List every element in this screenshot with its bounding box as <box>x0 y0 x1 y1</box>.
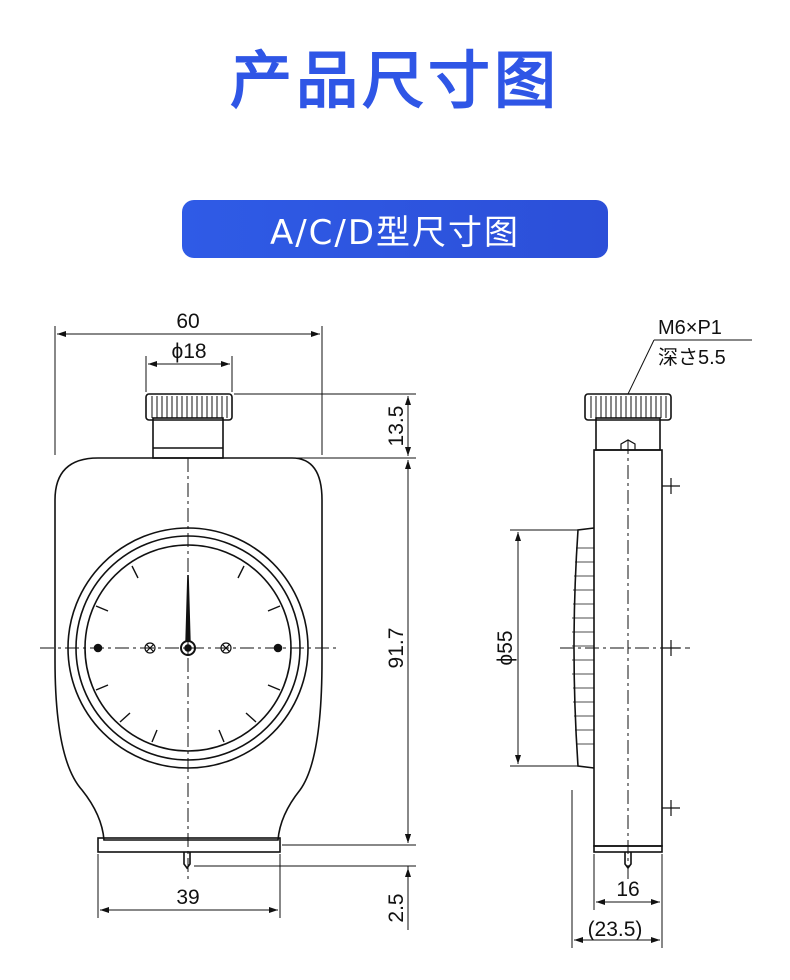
dim-total-width: 60 <box>176 310 199 333</box>
dial-ticks <box>95 565 281 743</box>
front-body-outline <box>54 457 323 841</box>
dim-body-height: 91.7 <box>385 628 408 669</box>
front-center-lines <box>40 458 336 880</box>
thread-depth: 深さ5.5 <box>658 346 726 369</box>
dim-foot-width: 39 <box>176 886 199 909</box>
dim-depth-body: 16 <box>616 878 639 901</box>
dim-knob-height: 13.5 <box>385 406 408 447</box>
front-dimensions <box>54 326 416 930</box>
side-view <box>560 393 690 880</box>
side-dimensions <box>510 339 752 948</box>
side-center-lines <box>560 440 690 880</box>
dim-depth-total: (23.5) <box>588 918 643 941</box>
front-knob <box>145 393 233 421</box>
section-badge: A/C/D型尺寸图 <box>182 200 608 258</box>
page-title: 产品尺寸图 <box>229 44 560 117</box>
front-neck <box>152 417 224 459</box>
side-dial-knurl <box>572 547 594 745</box>
dim-pin-height: 2.5 <box>385 893 408 922</box>
front-pin <box>183 852 191 870</box>
front-view <box>40 393 336 880</box>
thread-spec: M6×P1 <box>658 317 722 339</box>
dim-dial-diameter: ϕ55 <box>494 630 517 665</box>
side-mount-marks <box>662 478 680 816</box>
side-knob <box>584 393 672 421</box>
front-knob-knurl <box>151 396 228 418</box>
front-base <box>97 837 281 853</box>
dim-knob-diameter: ϕ18 <box>171 340 206 363</box>
side-knob-knurl <box>590 396 667 418</box>
